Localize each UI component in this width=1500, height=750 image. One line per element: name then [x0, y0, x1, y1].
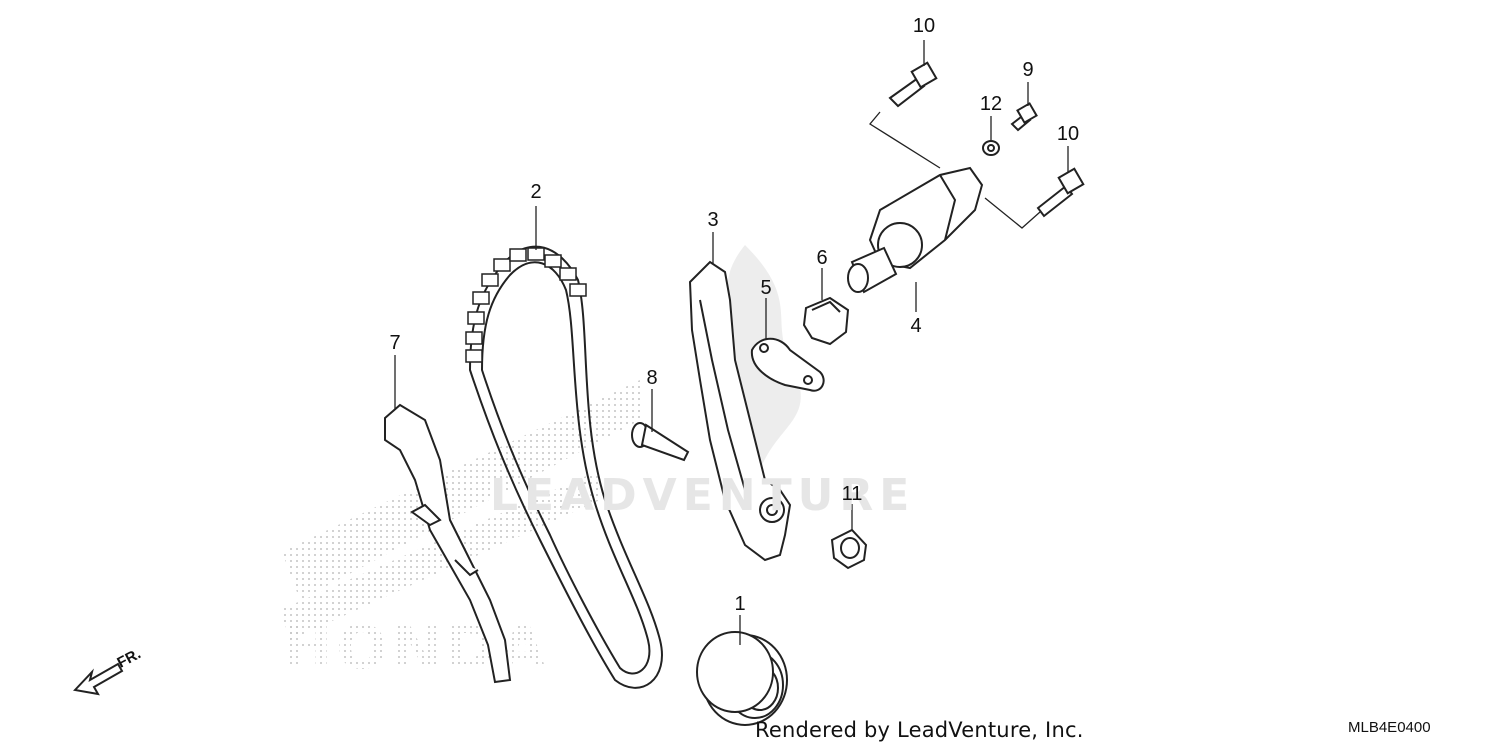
honda-wing-watermark: HONDA — [280, 380, 640, 683]
callout-11: 11 — [841, 483, 863, 505]
tensioner-gasket — [750, 337, 825, 392]
watermark-text: LEADVENTURE — [490, 470, 916, 521]
diagram-code: MLB4E0400 — [1348, 719, 1431, 736]
render-credit: Rendered by LeadVenture, Inc. — [755, 718, 1084, 742]
cam-chain-guide — [384, 403, 512, 684]
cam-chain — [465, 245, 663, 689]
front-direction-arrow-icon — [72, 662, 124, 696]
tensioner-lifter-cap — [802, 296, 850, 346]
callout-5: 5 — [760, 277, 772, 299]
guide-collar — [830, 528, 868, 570]
callout-8: 8 — [646, 367, 658, 389]
tensioner-bolt-top — [888, 61, 938, 108]
sealing-washer — [982, 140, 1000, 156]
callout-12: 12 — [979, 93, 1003, 115]
tensioner-arm — [688, 260, 792, 562]
callout-1: 1 — [734, 593, 746, 615]
callout-9: 9 — [1022, 59, 1034, 81]
callout-4: 4 — [910, 315, 922, 337]
callout-3: 3 — [707, 209, 719, 231]
callout-10-right: 10 — [1056, 123, 1080, 145]
chain-links — [465, 247, 587, 363]
guide-bolt — [631, 422, 690, 462]
leader-lines — [394, 40, 1069, 645]
callout-2: 2 — [530, 181, 542, 203]
callout-7: 7 — [389, 332, 401, 354]
cam-chain-tensioner-lifter — [847, 166, 984, 294]
callout-6: 6 — [816, 247, 828, 269]
tensioner-bolt-right — [1036, 167, 1085, 218]
sealing-bolt — [1010, 102, 1038, 132]
callout-10-top: 10 — [912, 15, 936, 37]
cam-sprocket — [696, 631, 788, 726]
